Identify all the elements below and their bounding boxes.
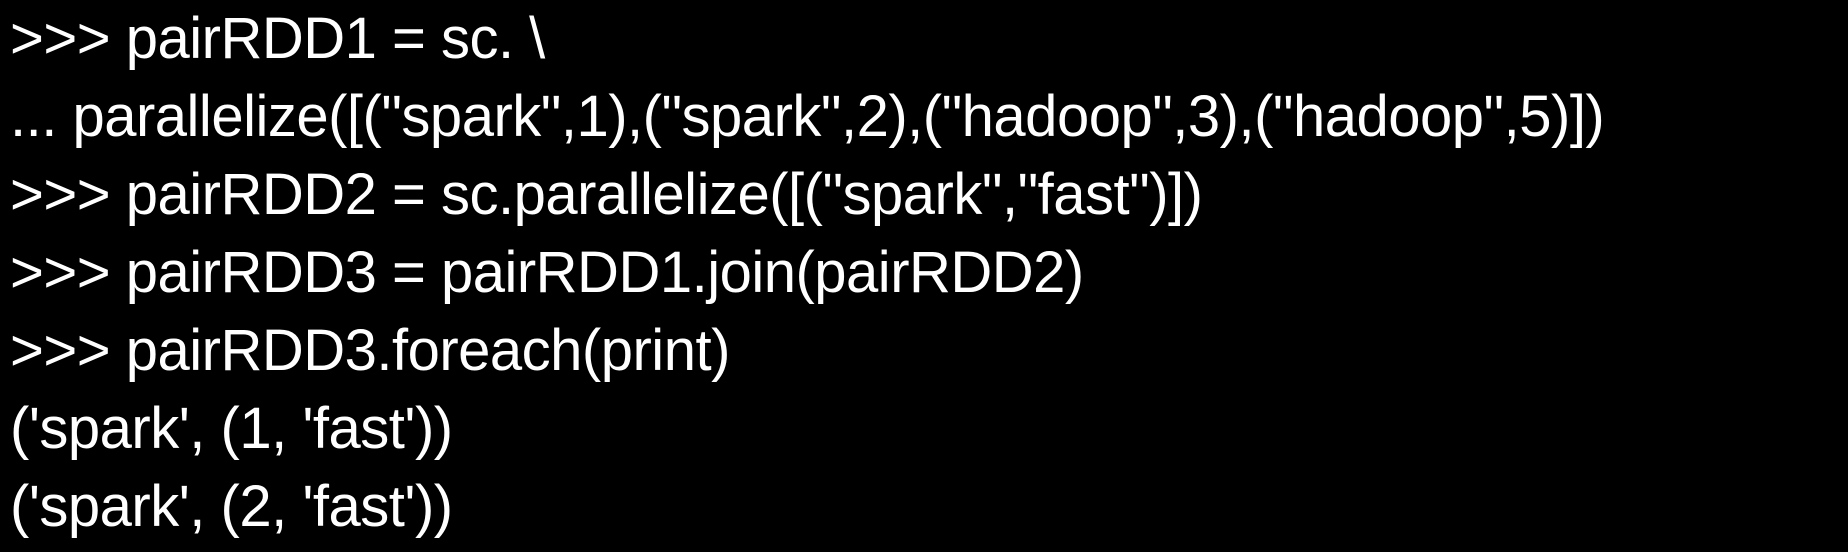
shell-line-input: >>> pairRDD3 = pairRDD1.join(pairRDD2) — [10, 240, 1084, 305]
shell-line-continuation: ... parallelize([("spark",1),("spark",2)… — [10, 84, 1605, 149]
shell-line-input: >>> pairRDD3.foreach(print) — [10, 318, 730, 383]
shell-line-output: ('spark', (1, 'fast')) — [10, 396, 453, 461]
shell-line-input: >>> pairRDD2 = sc.parallelize([("spark",… — [10, 162, 1203, 227]
shell-line-input: >>> pairRDD1 = sc. \ — [10, 6, 545, 71]
shell-line-output: ('spark', (2, 'fast')) — [10, 474, 453, 539]
